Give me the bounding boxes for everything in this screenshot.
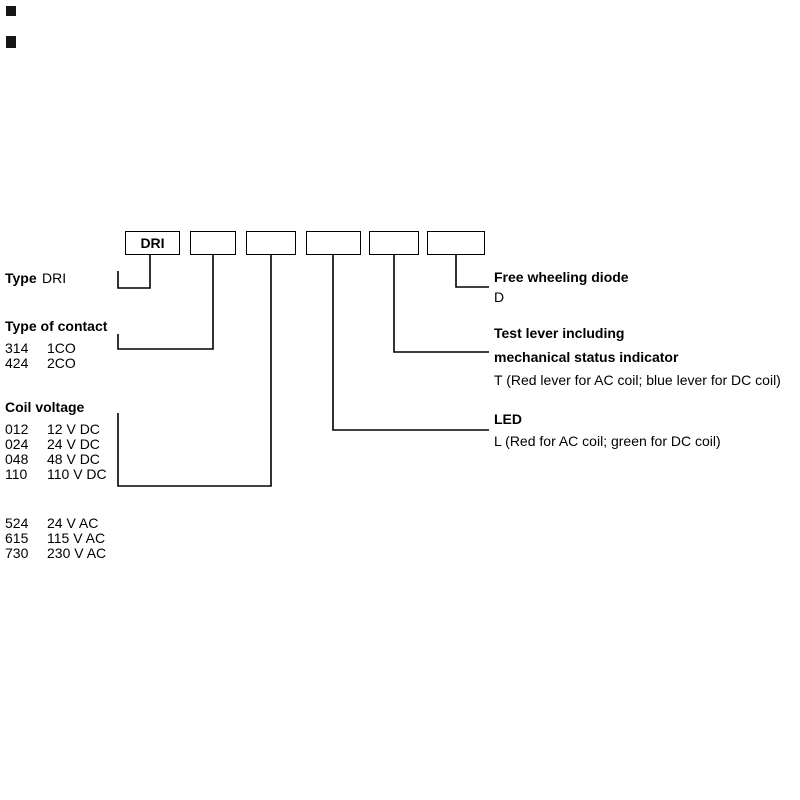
coil-desc: 48 V DC (47, 451, 100, 467)
coil-row: 730 230 V AC (5, 546, 106, 561)
coil-code: 524 (5, 515, 29, 531)
led-title: LED (494, 411, 522, 427)
code-box-test-lever (369, 231, 419, 255)
code-box-contact (190, 231, 236, 255)
scan-artifact-mark (6, 6, 16, 16)
coil-row: 524 24 V AC (5, 516, 98, 531)
coil-row: 615 115 V AC (5, 531, 105, 546)
coil-code: 730 (5, 545, 29, 561)
connector-coil-voltage (117, 255, 272, 487)
test-lever-title-line1: Test lever including (494, 325, 625, 341)
type-label: Type (5, 270, 37, 286)
coil-row: 012 12 V DC (5, 422, 100, 437)
coil-voltage-title: Coil voltage (5, 399, 85, 415)
coil-desc: 110 V DC (47, 466, 107, 482)
coil-code: 615 (5, 530, 29, 546)
coil-desc: 24 V AC (47, 515, 99, 531)
connector-test-lever (393, 255, 489, 353)
connector-led (332, 255, 489, 431)
coil-desc: 12 V DC (47, 421, 100, 437)
contact-row: 314 1CO (5, 341, 76, 356)
type-row: Type DRI (5, 271, 66, 286)
coil-desc: 24 V DC (47, 436, 100, 452)
contact-desc: 1CO (47, 340, 76, 356)
connector-type (117, 255, 151, 289)
test-lever-value: T (Red lever for AC coil; blue lever for… (494, 372, 781, 388)
connector-diode (455, 255, 489, 288)
contact-desc: 2CO (47, 355, 76, 371)
coil-code: 012 (5, 421, 29, 437)
test-lever-title-line2: mechanical status indicator (494, 349, 679, 365)
coil-row: 110 110 V DC (5, 467, 107, 482)
coil-code: 048 (5, 451, 29, 467)
code-box-type: DRI (125, 231, 180, 255)
contact-row: 424 2CO (5, 356, 76, 371)
connector-contact (117, 255, 214, 350)
diode-value: D (494, 289, 505, 305)
coil-desc: 115 V AC (47, 530, 106, 546)
code-box-led (306, 231, 361, 255)
contact-code: 314 (5, 340, 29, 356)
code-box-diode (427, 231, 485, 255)
coil-row: 048 48 V DC (5, 452, 100, 467)
coil-code: 110 (5, 466, 28, 482)
coil-row: 024 24 V DC (5, 437, 100, 452)
code-box-type-label: DRI (140, 235, 165, 251)
led-value: L (Red for AC coil; green for DC coil) (494, 433, 721, 449)
contact-code: 424 (5, 355, 29, 371)
contact-title: Type of contact (5, 318, 108, 334)
coil-code: 024 (5, 436, 29, 452)
scan-artifact-mark (6, 36, 16, 48)
type-value: DRI (42, 270, 67, 286)
code-box-coil-voltage (246, 231, 296, 255)
diode-title: Free wheeling diode (494, 269, 629, 285)
coil-desc: 230 V AC (47, 545, 107, 561)
